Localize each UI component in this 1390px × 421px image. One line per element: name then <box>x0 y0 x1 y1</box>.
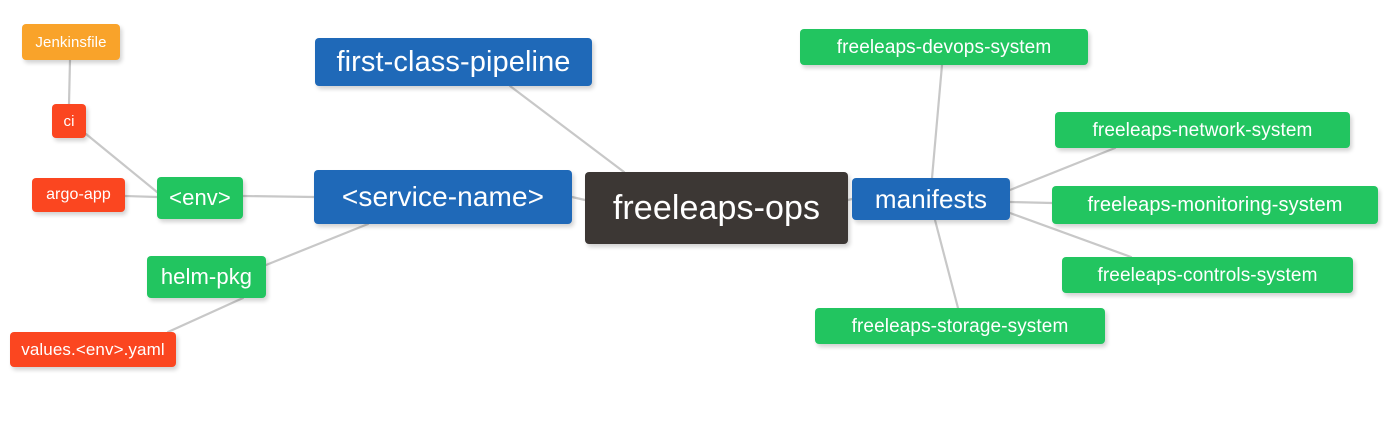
edge-manifests-to-storage-system <box>933 218 960 310</box>
mindmap-node-values-yaml[interactable]: values.<env>.yaml <box>10 332 176 367</box>
mindmap-node-storage-system[interactable]: freeleaps-storage-system <box>815 308 1105 344</box>
edge-first-class-to-freeleaps-ops <box>508 84 626 174</box>
edge-manifests-to-devops-system <box>930 63 944 180</box>
edge-service-name-to-helm-pkg <box>264 222 370 267</box>
mindmap-node-jenkinsfile[interactable]: Jenkinsfile <box>22 24 120 60</box>
mindmap-node-first-class[interactable]: first-class-pipeline <box>315 38 592 86</box>
mindmap-node-manifests[interactable]: manifests <box>852 178 1010 220</box>
edge-argo-app-to-env <box>123 194 159 199</box>
edge-helm-pkg-to-values-yaml <box>166 296 245 334</box>
mindmap-node-service-name[interactable]: <service-name> <box>314 170 572 224</box>
mindmap-node-env[interactable]: <env> <box>157 177 243 219</box>
mindmap-node-helm-pkg[interactable]: helm-pkg <box>147 256 266 298</box>
edge-manifests-to-network-system <box>1008 146 1117 192</box>
edge-service-name-to-freeleaps-ops <box>570 195 587 202</box>
mindmap-node-argo-app[interactable]: argo-app <box>32 178 125 212</box>
mindmap-node-network-system[interactable]: freeleaps-network-system <box>1055 112 1350 148</box>
edge-manifests-to-monitoring <box>1008 200 1054 205</box>
edge-jenkinsfile-to-ci <box>67 58 72 106</box>
mindmap-node-devops-system[interactable]: freeleaps-devops-system <box>800 29 1088 65</box>
mindmap-node-controls-system[interactable]: freeleaps-controls-system <box>1062 257 1353 293</box>
mindmap-node-freeleaps-ops[interactable]: freeleaps-ops <box>585 172 848 244</box>
edge-env-to-service-name <box>241 194 316 199</box>
mindmap-node-monitoring-system[interactable]: freeleaps-monitoring-system <box>1052 186 1378 224</box>
mindmap-node-ci[interactable]: ci <box>52 104 86 138</box>
